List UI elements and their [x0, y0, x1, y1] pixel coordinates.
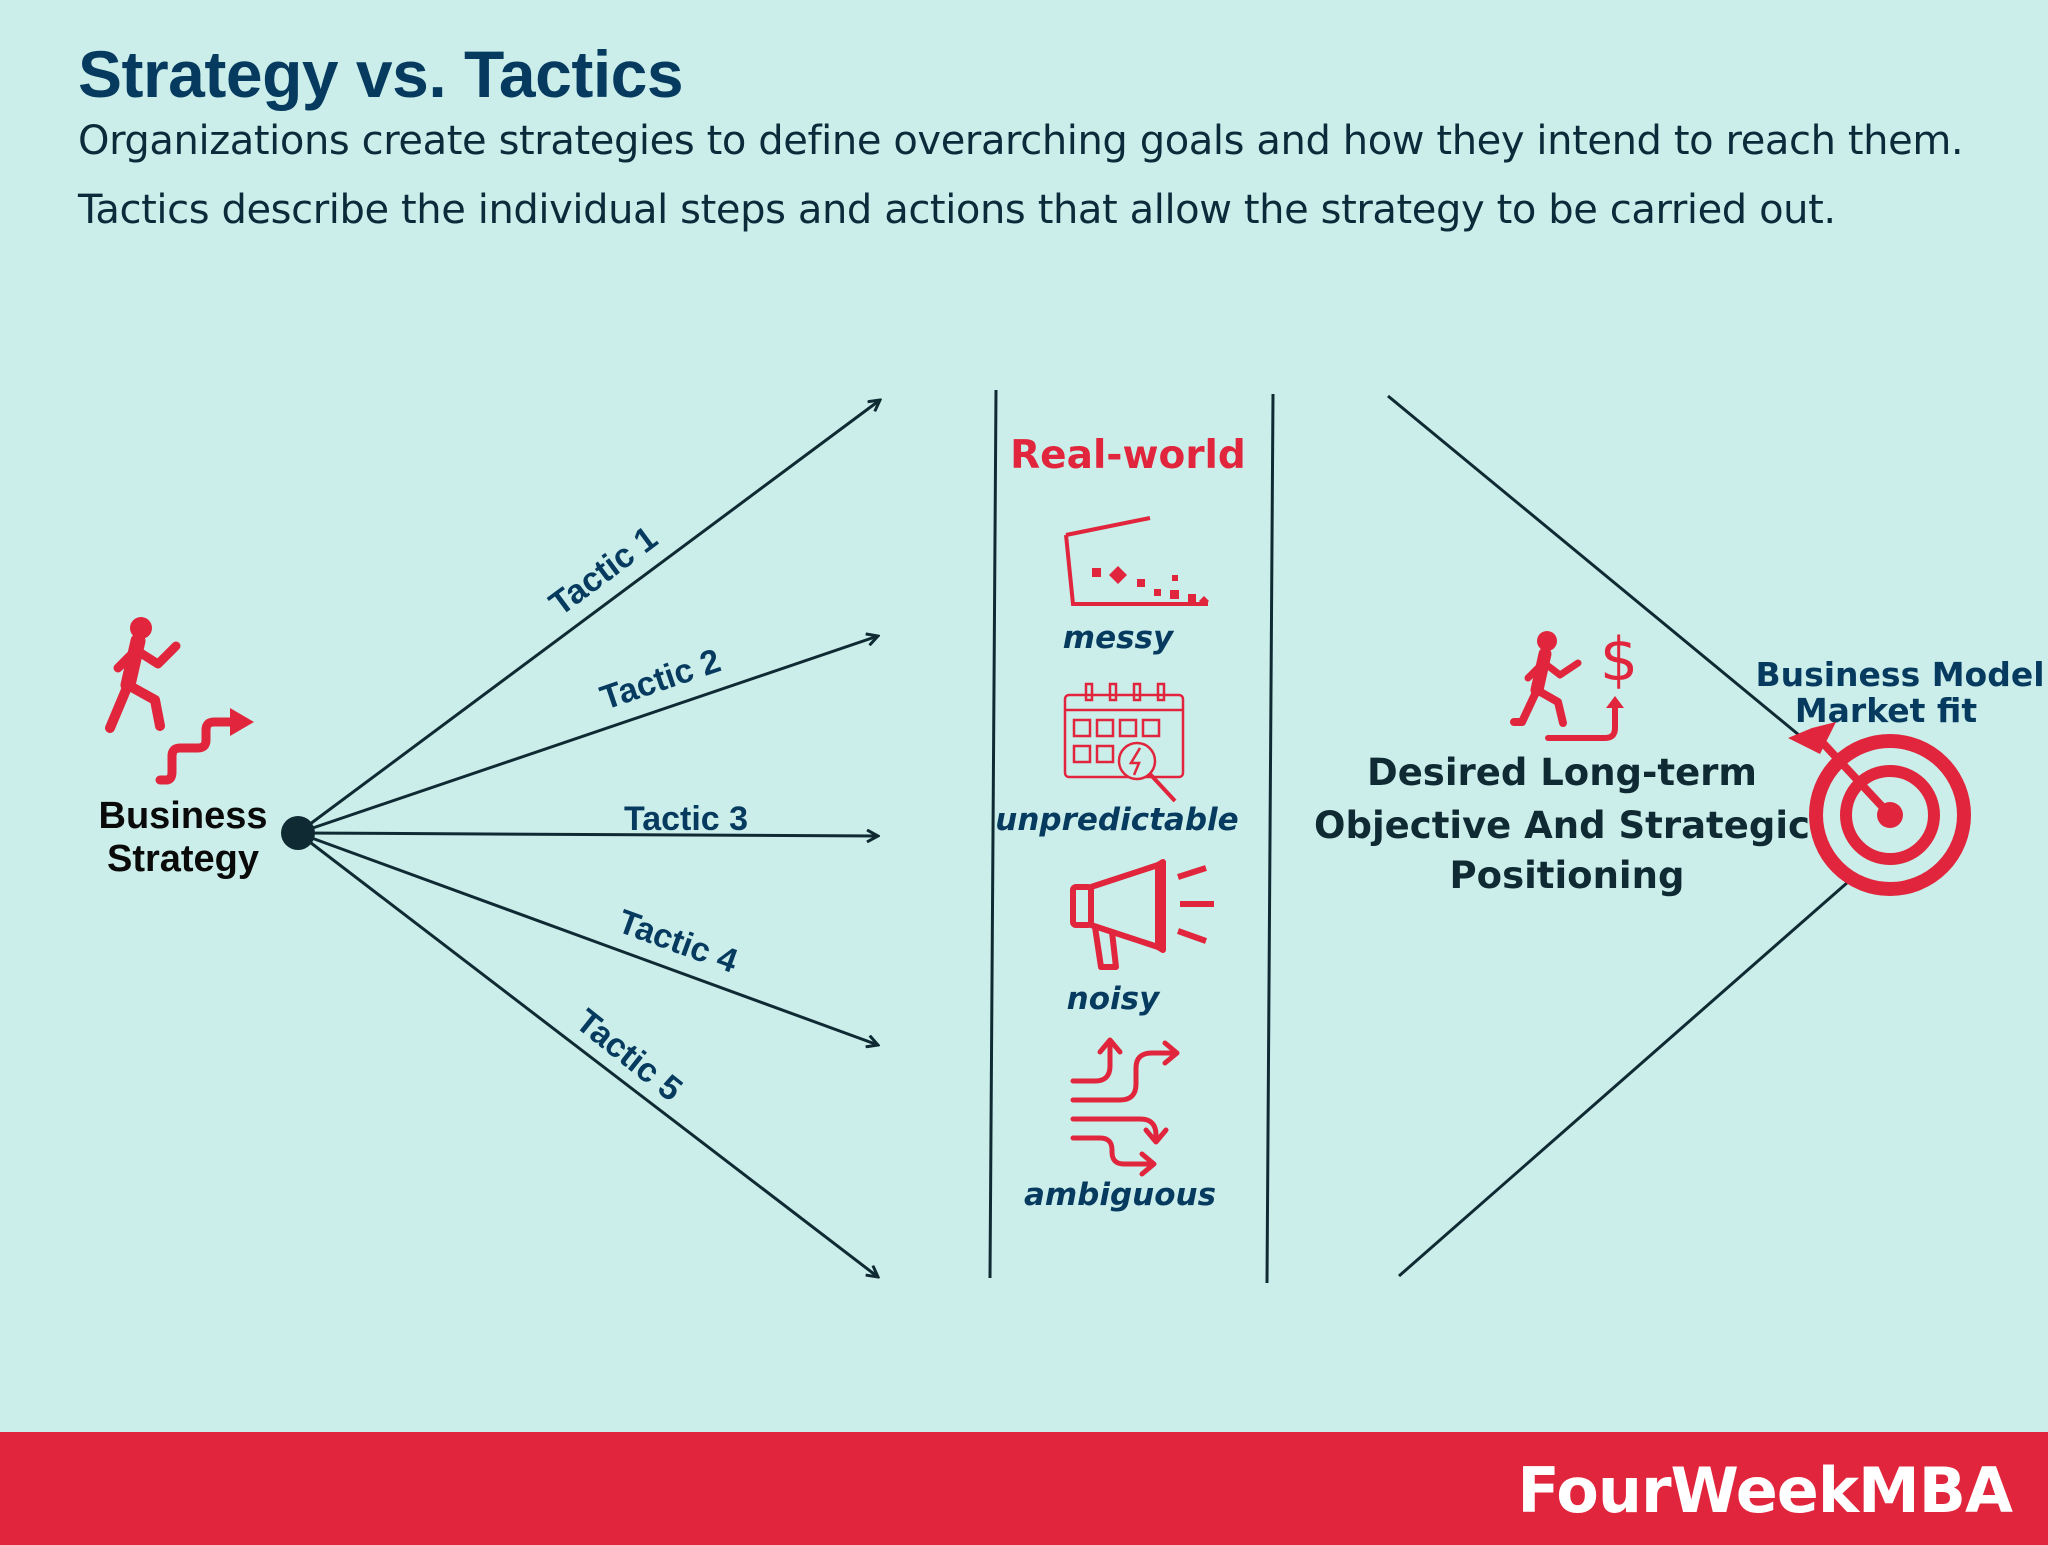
brand-logo: FourWeekMBA [1517, 1454, 2013, 1527]
subtitle-line-2: Tactics describe the individual steps an… [78, 187, 1836, 233]
strategy-diagram: Business Strategy Tactic 1 Tactic 2 Tact… [99, 389, 2045, 1284]
calendar-search-icon [1063, 682, 1185, 803]
tangled-arrows-icon [1070, 1037, 1180, 1177]
objective-line-2: Objective And Strategic [1314, 804, 1810, 847]
tactic-4-label: Tactic 4 [613, 903, 743, 981]
tactic-3-label: Tactic 3 [624, 800, 748, 838]
tactic-1-arrow [297, 400, 880, 835]
objective-line-3: Positioning [1450, 854, 1685, 897]
tactic-5-arrow [297, 831, 878, 1277]
page-title: Strategy vs. Tactics [78, 37, 684, 111]
target-label-1: Business Model [1755, 655, 2044, 694]
messy-label: messy [1063, 620, 1175, 656]
real-world-right-border [1265, 393, 1275, 1284]
business-strategy-label-1: Business [99, 795, 268, 837]
tactic-4-arrow [297, 831, 878, 1045]
tactic-arrows [297, 400, 880, 1277]
person-dollar-icon: $ [1510, 625, 1638, 741]
converge-line-bottom [1398, 880, 1849, 1278]
real-world-left-border [988, 389, 998, 1279]
target-arrow-icon [1788, 722, 1971, 896]
converge-line-top [1387, 394, 1806, 742]
tactic-3-arrow [297, 833, 878, 836]
tactic-1-label: Tactic 1 [542, 519, 664, 624]
strategy-origin-dot [281, 816, 315, 850]
running-person-stairs-icon [105, 617, 254, 785]
real-world-heading: Real-world [1010, 433, 1246, 478]
business-strategy-label-2: Strategy [107, 838, 259, 880]
target-label-2: Market fit [1795, 691, 1978, 730]
megaphone-icon [1070, 859, 1214, 970]
unpredictable-label: unpredictable [995, 802, 1238, 838]
scatter-chart-icon [1064, 516, 1209, 606]
noisy-label: noisy [1067, 981, 1161, 1017]
svg-text:$: $ [1600, 625, 1638, 695]
subtitle-line-1: Organizations create strategies to defin… [78, 118, 1964, 164]
footer-bar: FourWeekMBA [0, 1432, 2048, 1545]
ambiguous-label: ambiguous [1024, 1177, 1216, 1213]
objective-line-1: Desired Long-term [1367, 751, 1757, 794]
tactic-2-label: Tactic 2 [596, 642, 726, 718]
tactic-2-arrow [297, 636, 878, 835]
